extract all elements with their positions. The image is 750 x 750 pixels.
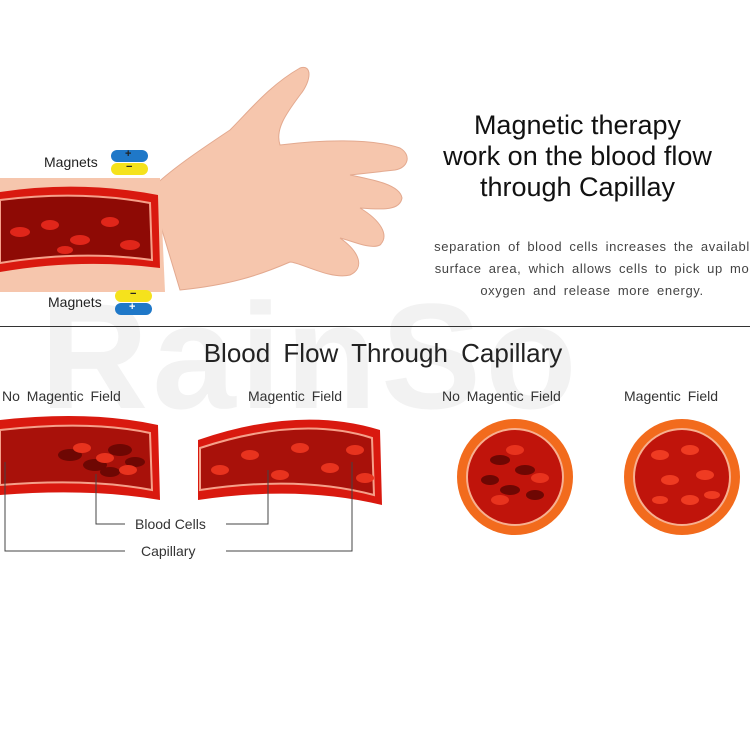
headline-line: Magnetic therapy	[473, 110, 682, 140]
minus-icon: −	[130, 288, 137, 300]
description: separation of blood cells increases the …	[392, 236, 750, 302]
plus-icon: +	[129, 301, 136, 313]
headline: Magnetic therapy work on the blood flow …	[400, 110, 750, 203]
description-line: surface area, which allows cells to pick…	[434, 261, 750, 276]
section-divider	[0, 326, 750, 327]
minus-icon: −	[126, 161, 133, 173]
blood-cells-callout: Blood Cells	[135, 516, 206, 532]
panel-label: Magentic Field	[248, 388, 343, 404]
magnet-bottom-icon	[115, 290, 152, 315]
cross-section-no-field	[457, 419, 573, 535]
plus-icon: +	[125, 148, 132, 160]
headline-line: work on the blood flow	[443, 141, 712, 171]
callout-lines	[4, 462, 353, 552]
headline-line: through Capillay	[479, 172, 676, 202]
magnet-top-icon	[111, 150, 148, 175]
wrist-vessel	[0, 186, 160, 272]
capillary-callout: Capillary	[141, 543, 196, 559]
cross-section-with-field	[624, 419, 740, 535]
section-title: Blood Flow Through Capillary	[203, 338, 563, 368]
vessel-with-field	[198, 419, 382, 505]
description-line: oxygen and release more energy.	[480, 283, 704, 298]
vessel-no-field	[0, 416, 160, 500]
panel-label: No Magentic Field	[442, 388, 561, 404]
panel-label: Magentic Field	[624, 388, 719, 404]
magnets-bottom-label: Magnets	[48, 294, 102, 310]
panel-label: No Magentic Field	[2, 388, 121, 404]
description-line: separation of blood cells increases the …	[434, 239, 750, 254]
magnets-top-label: Magnets	[44, 154, 98, 170]
